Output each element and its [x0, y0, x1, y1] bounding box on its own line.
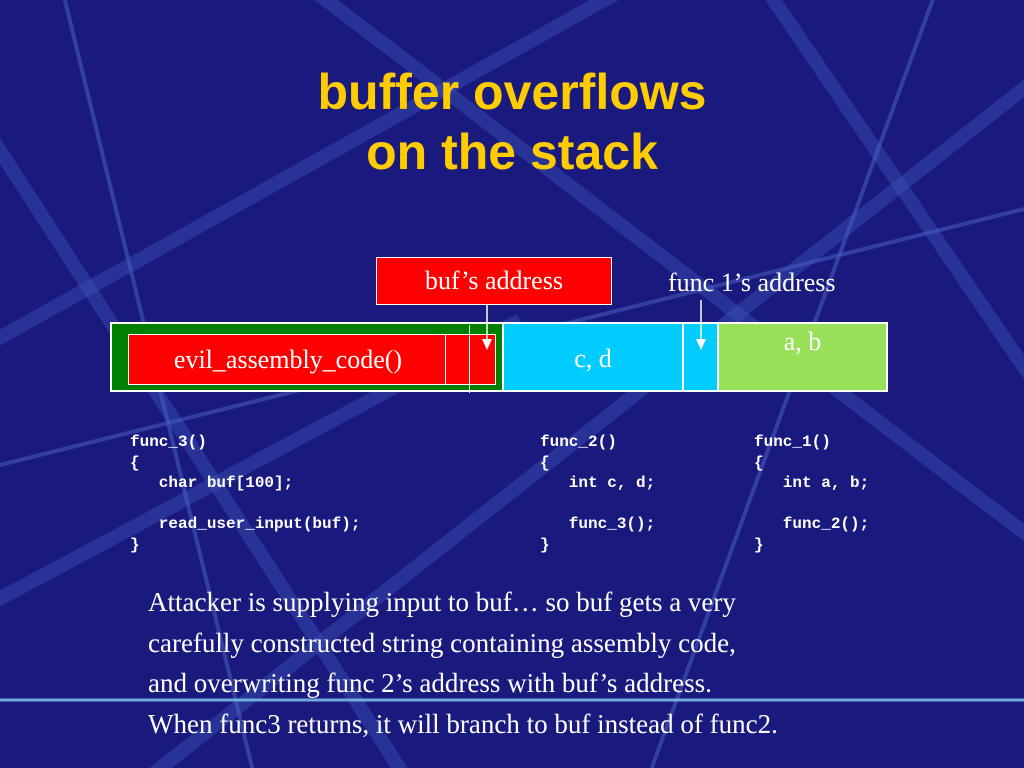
code-line: ​ — [540, 494, 655, 515]
ab-segment: a, b — [718, 323, 887, 391]
code-line: func_1() — [754, 433, 831, 451]
code-line: func_3() — [130, 433, 207, 451]
code-line: func_3(); — [540, 515, 656, 534]
stack-diagram: evil_assembly_code() c, d a, b — [110, 322, 888, 393]
code-line: char buf[100]; — [130, 474, 294, 493]
code-line: { — [130, 453, 140, 472]
code-line: ​ — [754, 494, 869, 515]
ab-label: a, b — [783, 327, 822, 356]
func3-code: func_3() { char buf[100];​ read_user_inpu… — [130, 432, 360, 556]
code-line: func_2(); — [754, 515, 870, 534]
buf-address-arrow — [482, 305, 492, 350]
evil-code-segment: evil_assembly_code() — [128, 334, 496, 385]
segment-divider — [469, 325, 470, 393]
return-address-divider — [445, 335, 446, 384]
paragraph-line: carefully constructed string containing … — [148, 627, 736, 658]
func2-code: func_2() { int c, d;​ func_3();} — [540, 432, 655, 556]
code-line: } — [130, 535, 140, 554]
explanation-paragraph: Attacker is supplying input to buf… so b… — [148, 582, 978, 744]
title-line-1: buffer overflows — [317, 64, 707, 120]
code-line: { — [540, 453, 550, 472]
code-line: { — [754, 453, 764, 472]
code-line: int a, b; — [754, 474, 870, 493]
cd-label: c, d — [574, 344, 612, 373]
paragraph-line: When func3 returns, it will branch to bu… — [148, 708, 778, 739]
func1-code: func_1() { int a, b;​ func_2();} — [754, 432, 869, 556]
code-line: ​ — [130, 494, 360, 515]
evil-code-label: evil_assembly_code() — [173, 345, 403, 374]
paragraph-line: and overwriting func 2’s address with bu… — [148, 668, 712, 698]
code-line: } — [540, 535, 550, 554]
code-line: int c, d; — [540, 474, 656, 493]
paragraph-line: Attacker is supplying input to buf… so b… — [148, 587, 736, 617]
buf-address-label: buf’s address — [376, 257, 612, 305]
func1-address-arrow — [696, 300, 706, 350]
code-line: read_user_input(buf); — [130, 515, 361, 534]
code-line: } — [754, 535, 764, 554]
title-line-2: on the stack — [366, 124, 658, 180]
cd-segment: c, d — [503, 323, 683, 391]
slide-title: buffer overflows on the stack — [0, 62, 1024, 182]
code-line: func_2() — [540, 433, 617, 451]
buf-segment: evil_assembly_code() — [111, 323, 503, 393]
func1-address-label: func 1’s address — [668, 268, 836, 297]
